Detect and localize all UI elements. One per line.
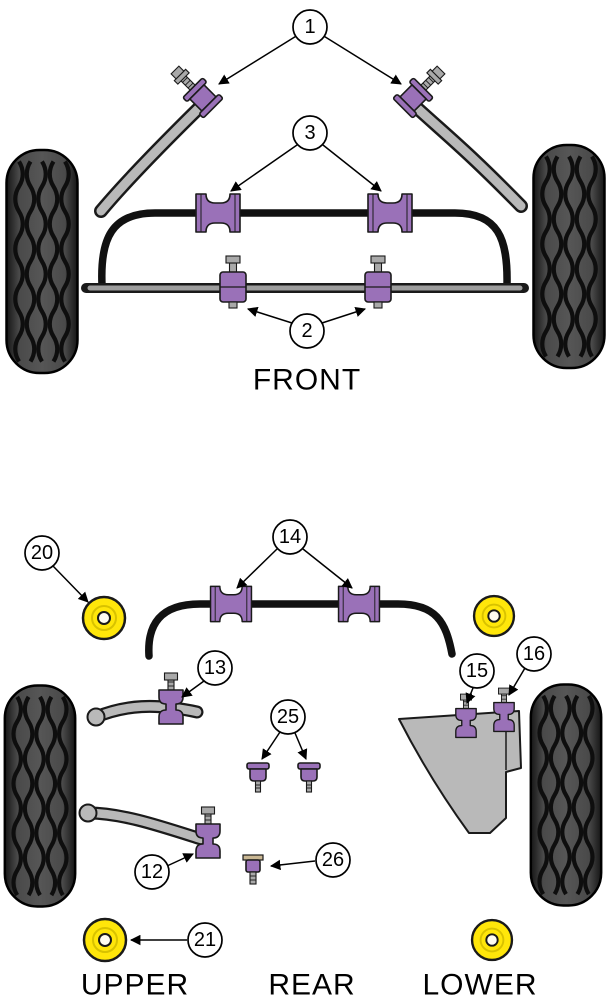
callout-2-number: 2	[301, 320, 312, 342]
callout-14-circle	[272, 519, 308, 555]
callout-26-circle	[315, 842, 351, 878]
callout-25-arrow-right	[294, 732, 308, 760]
rear-upper-arm-balljoint	[86, 707, 106, 727]
front-suspension-section: 1 3 2 FRONT	[7, 9, 605, 397]
front-antiroll-bar	[98, 209, 511, 289]
callout-14: 14	[236, 519, 353, 589]
front-arb-bushing-left	[195, 193, 241, 233]
callout-2-arrow-left	[246, 306, 293, 324]
callout-21-circle	[187, 922, 223, 958]
rear-subframe-bushing-rear	[493, 687, 515, 733]
rear-upper-yellow-bushing-left	[81, 595, 127, 641]
callout-25-circle	[270, 699, 306, 735]
rear-subframe-bracket	[398, 710, 522, 834]
rear-suspension-section: 14 20 13 15 16 25	[5, 519, 601, 1000]
callout-21-number: 21	[194, 929, 216, 951]
rear-right-tire	[531, 684, 601, 905]
callout-26-number: 26	[322, 849, 344, 871]
callout-25: 25	[261, 699, 308, 760]
rear-upper-arm	[86, 699, 204, 727]
rear-section-label: REAR	[268, 969, 355, 1000]
rear-small-bushing-left	[246, 762, 270, 793]
callout-3: 3	[230, 115, 382, 192]
callout-20-number: 20	[31, 542, 53, 564]
rear-arb-bushing-left	[209, 585, 253, 623]
callout-3-number: 3	[304, 122, 315, 144]
rear-upper-yellow-bushing-right	[472, 594, 516, 638]
front-right-tire	[534, 145, 605, 368]
callout-1-circle	[292, 9, 328, 45]
callout-2-arrow-right	[321, 306, 366, 324]
callout-21: 21	[129, 922, 223, 958]
callout-15-number: 15	[466, 660, 488, 682]
callout-26-arrow	[269, 859, 316, 871]
callout-13-number: 13	[204, 657, 226, 679]
callout-3-arrow-right	[322, 144, 382, 192]
callout-20: 20	[24, 535, 89, 603]
callout-16: 16	[508, 636, 552, 696]
callout-25-number: 25	[277, 706, 299, 728]
callout-12-number: 12	[141, 861, 163, 883]
callout-2: 2	[246, 306, 366, 349]
callout-13: 13	[181, 650, 233, 698]
rear-arb-bushing-right	[337, 585, 381, 623]
front-left-drop-link	[94, 101, 206, 218]
front-arb-bushing-right	[367, 193, 413, 233]
callout-1-number: 1	[304, 16, 315, 38]
rear-antiroll-bar	[145, 600, 456, 660]
callout-13-arrow	[181, 680, 205, 698]
rear-subframe-bushing-front	[455, 693, 477, 739]
callout-16-number: 16	[523, 643, 545, 665]
rear-upper-arm-bushing	[158, 672, 184, 725]
callout-15: 15	[459, 653, 495, 704]
callout-1: 1	[218, 9, 402, 85]
callout-15-arrow	[465, 687, 476, 704]
rear-lower-arm-bushing	[195, 806, 221, 859]
callout-25-arrow-left	[261, 731, 281, 760]
front-right-drop-link	[410, 101, 528, 213]
callout-20-arrow	[52, 565, 89, 603]
callout-3-circle	[292, 115, 328, 151]
callout-16-arrow	[508, 667, 526, 696]
rear-left-tire	[5, 685, 75, 906]
callout-14-arrow-left	[236, 548, 278, 589]
callout-16-circle	[516, 636, 552, 672]
callout-20-circle	[24, 535, 60, 571]
callout-26: 26	[269, 842, 351, 878]
callout-1-arrow-right	[324, 35, 402, 85]
rear-lower-arm-balljoint	[78, 803, 98, 823]
rear-small-bushing-right	[297, 762, 321, 793]
callout-13-circle	[197, 650, 233, 686]
rear-washer-bushing	[242, 854, 264, 885]
rear-lower-arm	[78, 803, 208, 846]
callout-12-circle	[134, 854, 170, 890]
rear-upper-label: UPPER	[81, 969, 189, 1000]
front-rack-bushing-right	[364, 255, 392, 309]
callout-3-arrow-left	[230, 144, 298, 192]
rear-lower-yellow-bushing-right	[470, 918, 514, 962]
front-section-label: FRONT	[253, 364, 361, 397]
callout-14-number: 14	[279, 526, 301, 548]
callout-12: 12	[134, 853, 194, 890]
callout-14-arrow-right	[302, 548, 353, 589]
callout-15-circle	[459, 653, 495, 689]
callout-2-circle	[289, 313, 325, 349]
callout-12-arrow	[166, 853, 194, 867]
front-rack-bushing-left	[219, 255, 247, 309]
rear-lower-label: LOWER	[422, 969, 537, 1000]
front-left-tire	[7, 150, 78, 373]
callout-1-arrow-left	[218, 35, 296, 85]
rear-lower-yellow-bushing-left	[82, 917, 128, 963]
